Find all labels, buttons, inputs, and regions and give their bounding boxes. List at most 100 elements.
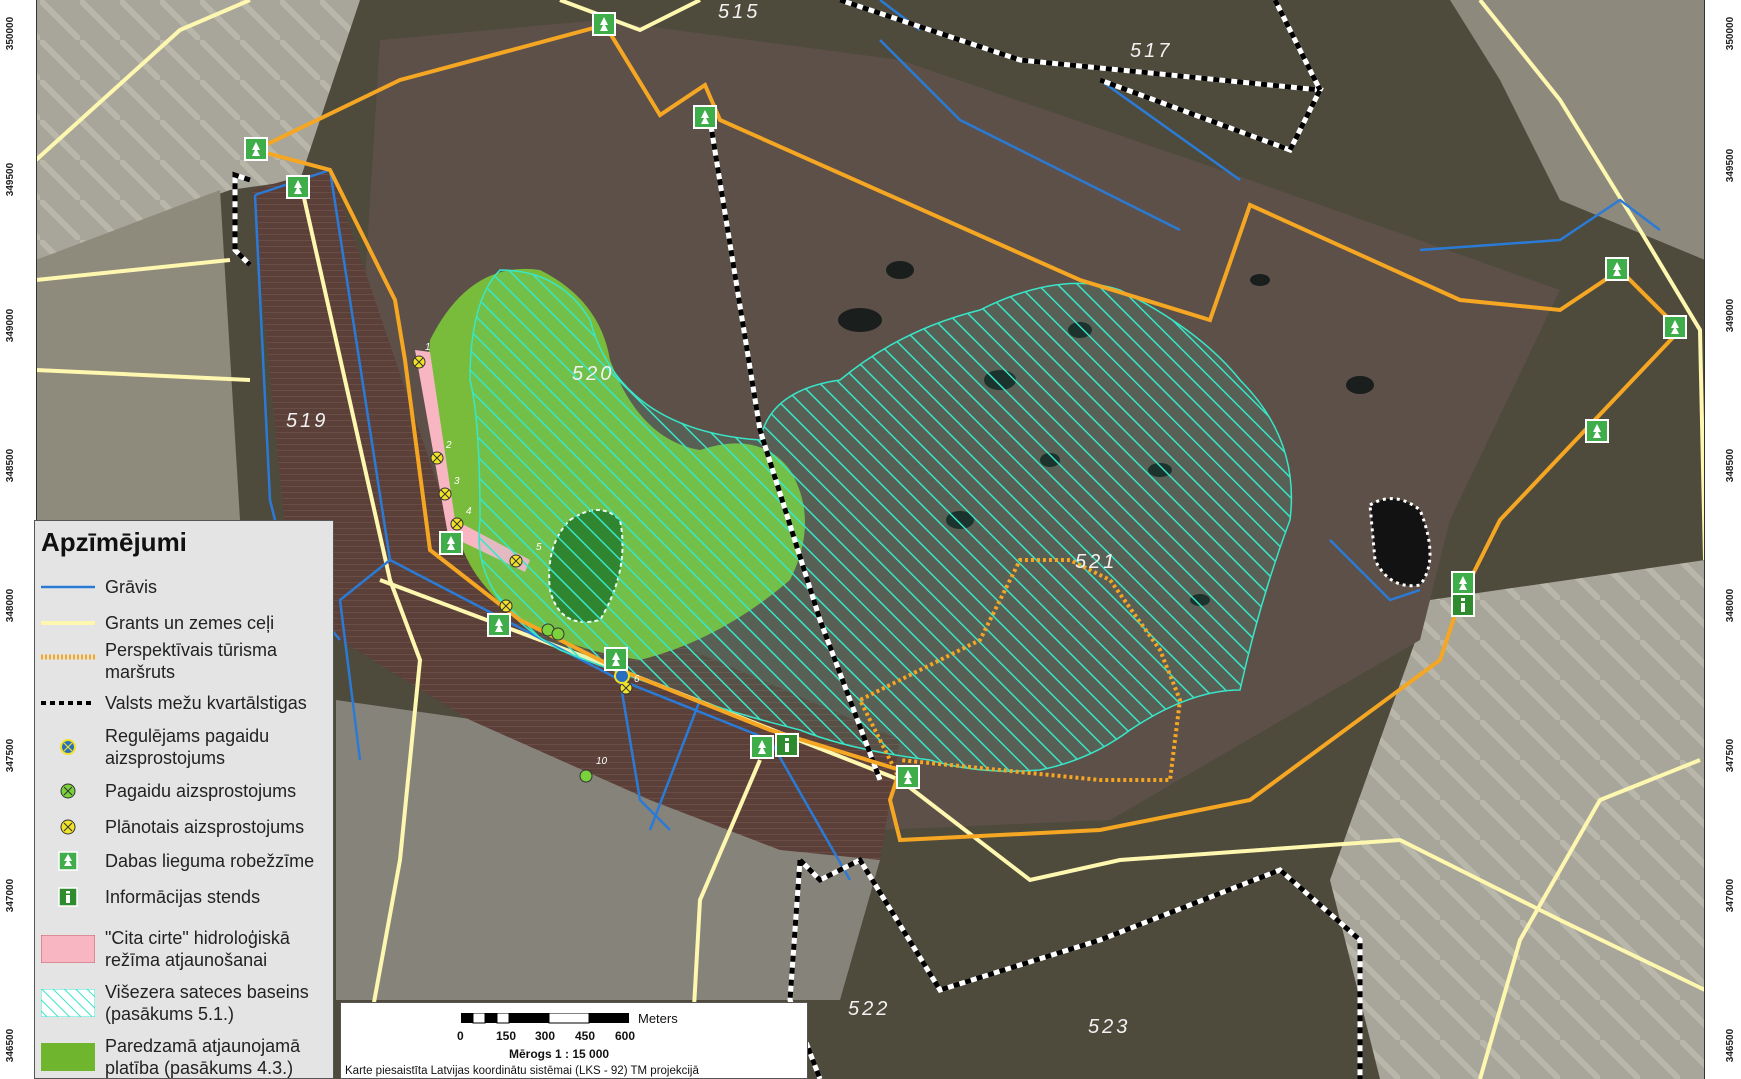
scale-box: Meters 0 150 300 450 600 Mērogs 1 : 15 0… <box>340 1002 808 1079</box>
coord-label: 346500 <box>5 1028 17 1063</box>
hatch-area-icon <box>41 989 95 1017</box>
info-stand-icon[interactable] <box>1451 593 1475 617</box>
dam-number-4: 4 <box>466 506 472 517</box>
reserve-border-sign-icon[interactable] <box>693 105 717 129</box>
legend-item-planned-dam: Plānotais aizsprostojums <box>35 813 335 841</box>
coord-label: 350000 <box>1724 16 1736 51</box>
dam-number-3: 3 <box>454 476 460 487</box>
coord-label: 348000 <box>1724 588 1736 623</box>
reserve-border-sign-icon[interactable] <box>1451 571 1475 595</box>
planned-dam-icon[interactable] <box>412 355 426 369</box>
farmland-nw <box>36 0 360 260</box>
adjustable-dam-icon <box>41 733 95 761</box>
planned-dams <box>412 355 633 695</box>
legend-item-cita-cirte: "Cita cirte" hidroloģiskā režīma atjauno… <box>35 927 335 971</box>
green-area-icon <box>41 1043 95 1071</box>
reserve-border-sign-icon <box>41 847 95 875</box>
reserve-border-sign-icon[interactable] <box>244 137 268 161</box>
compartment-522: 522 <box>848 998 890 1020</box>
legend-item-forest-quarter: Valsts mežu kvartālstigas <box>35 689 335 717</box>
planned-dam-icon[interactable] <box>499 599 513 613</box>
compartment-520: 520 <box>572 363 614 385</box>
compartment-515: 515 <box>718 1 760 23</box>
reserve-border-sign-icon[interactable] <box>1663 315 1687 339</box>
info-stand-icon[interactable] <box>775 733 799 757</box>
legend-item-tourism-route: Perspektīvais tūrisma maršruts <box>35 639 335 683</box>
reserve-border-sign-icon[interactable] <box>1585 419 1609 443</box>
scale-unit: Meters <box>638 1011 678 1026</box>
dam-number-6: 6 <box>634 674 640 685</box>
forest-quarter-lines <box>232 0 1363 1079</box>
reserve-border-sign-icon[interactable] <box>896 765 920 789</box>
forest-quarter-line-icon <box>41 689 95 717</box>
reserve-border-signs <box>244 12 1687 789</box>
compartment-523: 523 <box>1088 1016 1130 1038</box>
scale-tick: 300 <box>535 1029 556 1043</box>
legend-title: Apzīmējumi <box>41 527 187 557</box>
legend-item-adjustable-dam: Regulējams pagaidu aizsprostojums <box>35 725 335 769</box>
scale-tick: 450 <box>575 1029 596 1043</box>
reserve-border-sign-icon[interactable] <box>592 12 616 36</box>
planned-dam-icon[interactable] <box>619 681 633 695</box>
compartment-519: 519 <box>286 410 328 432</box>
gravel-road-line-icon <box>41 609 95 637</box>
coord-label: 348500 <box>5 448 17 483</box>
scale-tick: 600 <box>615 1029 636 1043</box>
planned-dam-icon[interactable] <box>438 487 452 501</box>
scale-tick: 0 <box>457 1029 464 1043</box>
coord-label: 348000 <box>5 588 17 623</box>
adjustable-dam-icon[interactable] <box>614 668 630 684</box>
reserve-border-sign-icon[interactable] <box>286 175 310 199</box>
coord-label: 349000 <box>1724 298 1736 333</box>
coord-label: 346500 <box>1724 1028 1736 1063</box>
planned-dam-icon[interactable] <box>430 451 444 465</box>
scale-tick: 150 <box>496 1029 517 1043</box>
legend-item-ditch: Grāvis <box>35 573 335 601</box>
lake <box>1368 497 1432 588</box>
dam-number-1: 1 <box>425 342 431 353</box>
reserve-border-sign-icon[interactable] <box>1605 257 1629 281</box>
coord-label: 349500 <box>1724 148 1736 183</box>
scale-bar <box>461 1013 629 1024</box>
reserve-border-sign-icon[interactable] <box>487 613 511 637</box>
dam-number-5: 5 <box>536 542 542 553</box>
info-stand-icon <box>41 883 95 911</box>
reserve-border-sign-icon[interactable] <box>750 735 774 759</box>
legend-item-reserve-sign: Dabas lieguma robežzīme <box>35 847 335 875</box>
map-legend: Apzīmējumi Grāvis Grants un zemes ceļi P… <box>34 520 334 1079</box>
legend-item-catchment: Višezera sateces baseins (pasākums 5.1.) <box>35 981 335 1025</box>
compartment-521: 521 <box>1075 551 1117 573</box>
coord-label: 350000 <box>5 16 17 51</box>
coord-label: 347500 <box>5 738 17 773</box>
tourism-route-line-icon <box>41 643 95 671</box>
dam-number-10: 10 <box>596 756 608 767</box>
coord-label: 347000 <box>1724 878 1736 913</box>
coord-label: 349000 <box>5 308 17 343</box>
planned-dam-icon[interactable] <box>509 554 523 568</box>
coordinate-frame-left: 350000 349500 349000 348500 348000 34750… <box>0 0 37 1079</box>
info-stands <box>775 593 1475 757</box>
planned-dam-icon <box>41 813 95 841</box>
pink-area-icon <box>41 935 95 963</box>
compartment-517: 517 <box>1130 40 1172 62</box>
coordinate-frame-right: 350000 349500 349000 348500 348000 34750… <box>1704 0 1741 1079</box>
temporary-dam-icon[interactable] <box>579 769 593 783</box>
legend-item-restoration: Paredzamā atjaunojamā platība (pasākums … <box>35 1035 335 1079</box>
farmland-se <box>1330 560 1705 1079</box>
legend-item-info-stand: Informācijas stends <box>35 883 335 911</box>
coord-label: 347500 <box>1724 738 1736 773</box>
temporary-dams <box>541 623 630 783</box>
reserve-border-sign-icon[interactable] <box>604 647 628 671</box>
scale-ratio: Mērogs 1 : 15 000 <box>509 1047 610 1061</box>
coord-label: 347000 <box>5 878 17 913</box>
tourism-route <box>857 558 1183 782</box>
farmland-w <box>36 190 240 520</box>
coord-label: 349500 <box>5 162 17 197</box>
temporary-dam-icon[interactable] <box>551 627 565 641</box>
planned-dam-icon[interactable] <box>450 517 464 531</box>
dam-number-2: 2 <box>445 440 452 451</box>
legend-item-gravel-road: Grants un zemes ceļi <box>35 609 335 637</box>
reserve-border-sign-icon[interactable] <box>439 531 463 555</box>
legend-item-temporary-dam: Pagaidu aizsprostojums <box>35 777 335 805</box>
coord-label: 348500 <box>1724 448 1736 483</box>
